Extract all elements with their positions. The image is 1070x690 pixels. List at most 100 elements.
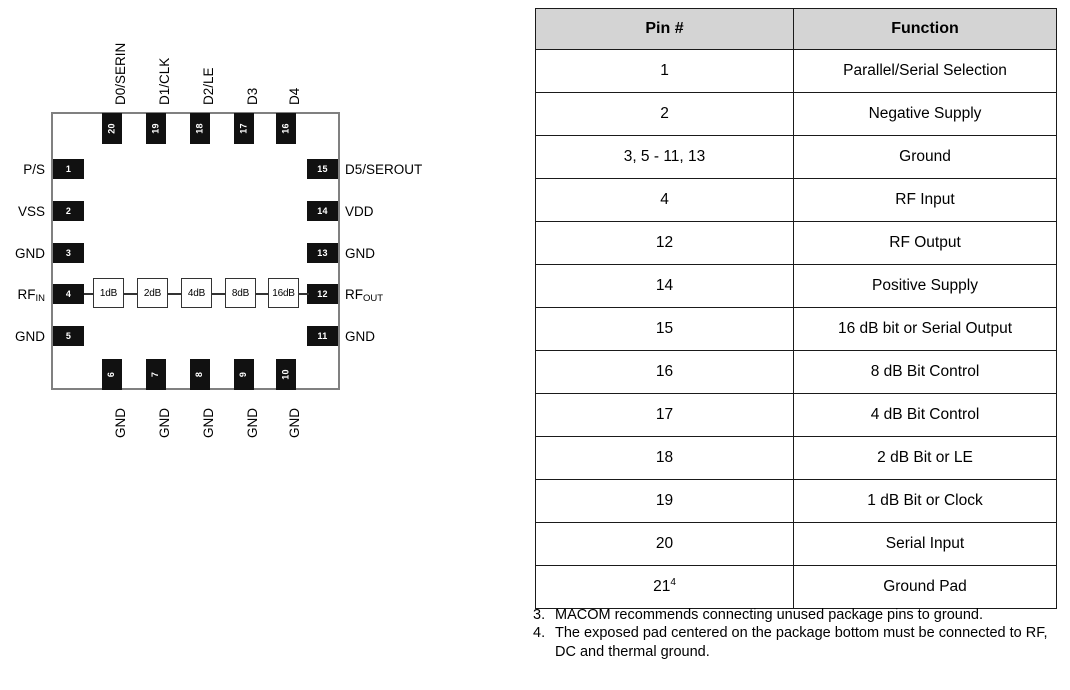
wire-8db-to-16db <box>256 293 268 295</box>
table-header-row: Pin # Function <box>535 8 1057 50</box>
pin-label-5: GND <box>15 329 45 344</box>
attenuator-block-2db: 2dB <box>137 278 168 308</box>
pin-label-17: D3 <box>245 87 260 105</box>
wire-rfin-to-1db <box>84 293 94 295</box>
footnotes-block: 3. MACOM recommends connecting unused pa… <box>533 606 1053 661</box>
pin-label-3: GND <box>15 246 45 261</box>
pin-label-6: GND <box>113 408 128 438</box>
cell-pin-number: 15 <box>535 307 794 351</box>
pin-pad-15[interactable]: 15 <box>307 159 338 179</box>
footnote-marker: 4 <box>670 577 676 589</box>
pin-pad-5[interactable]: 5 <box>53 326 84 346</box>
cell-pin-number: 4 <box>535 178 794 222</box>
pin-pad-20[interactable]: 20 <box>102 113 122 144</box>
pin-label-20: D0/SERIN <box>113 42 128 105</box>
cell-function: Negative Supply <box>793 92 1057 136</box>
package-outline <box>51 112 340 390</box>
cell-function: 2 dB Bit or LE <box>793 436 1057 480</box>
pin-pad-16[interactable]: 16 <box>276 113 296 144</box>
cell-pin-number: 2 <box>535 92 794 136</box>
cell-pin-number: 17 <box>535 393 794 437</box>
pin-label-8: GND <box>201 408 216 438</box>
cell-function: Positive Supply <box>793 264 1057 308</box>
pin-pad-6[interactable]: 6 <box>102 359 122 390</box>
cell-pin-number: 14 <box>535 264 794 308</box>
pin-pad-3[interactable]: 3 <box>53 243 84 263</box>
pin-label-14: VDD <box>345 204 374 219</box>
attenuator-block-1db: 1dB <box>93 278 124 308</box>
cell-function: 1 dB Bit or Clock <box>793 479 1057 523</box>
column-header-function: Function <box>793 8 1057 50</box>
pin-label-16: D4 <box>287 87 302 105</box>
wire-1db-to-2db <box>124 293 138 295</box>
cell-pin-number: 3, 5 - 11, 13 <box>535 135 794 179</box>
pin-pad-18[interactable]: 18 <box>190 113 210 144</box>
wire-4db-to-8db <box>212 293 226 295</box>
pin-pad-7[interactable]: 7 <box>146 359 166 390</box>
cell-pin-number: 12 <box>535 221 794 265</box>
cell-function: 8 dB Bit Control <box>793 350 1057 394</box>
cell-function: Serial Input <box>793 522 1057 566</box>
pin-pad-13[interactable]: 13 <box>307 243 338 263</box>
wire-16db-to-rfout <box>299 293 309 295</box>
footnote-3-text: MACOM recommends connecting unused packa… <box>555 607 983 623</box>
attenuator-block-16db: 16dB <box>268 278 299 308</box>
pin-label-4: RFIN <box>17 287 46 304</box>
pin-pad-12[interactable]: 12 <box>307 284 338 304</box>
cell-function: Ground Pad <box>793 565 1057 609</box>
pin-pad-4[interactable]: 4 <box>53 284 84 304</box>
cell-pin-number: 19 <box>535 479 794 523</box>
pin-label-1: P/S <box>23 162 45 177</box>
footnote-4: 4. The exposed pad centered on the packa… <box>533 624 1053 661</box>
pin-pad-1[interactable]: 1 <box>53 159 84 179</box>
pin-label-10: GND <box>287 408 302 438</box>
pin-pad-17[interactable]: 17 <box>234 113 254 144</box>
pin-pad-11[interactable]: 11 <box>307 326 338 346</box>
footnote-3-number: 3. <box>533 607 546 623</box>
cell-function: RF Input <box>793 178 1057 222</box>
cell-function: Ground <box>793 135 1057 179</box>
wire-2db-to-4db <box>168 293 182 295</box>
attenuator-block-4db: 4dB <box>181 278 212 308</box>
footnote-4-text: The exposed pad centered on the package … <box>555 625 1048 660</box>
column-header-pin: Pin # <box>535 8 794 50</box>
pin-label-19: D1/CLK <box>157 57 172 105</box>
pin-label-7: GND <box>157 408 172 438</box>
pin-pad-8[interactable]: 8 <box>190 359 210 390</box>
cell-pin-number: 1 <box>535 49 794 93</box>
pin-label-12: RFOUT <box>345 287 384 304</box>
pin-label-18: D2/LE <box>201 67 216 105</box>
pin-pad-14[interactable]: 14 <box>307 201 338 221</box>
pin-label-2: VSS <box>17 204 45 219</box>
footnote-3: 3. MACOM recommends connecting unused pa… <box>533 606 1053 624</box>
pin-pad-19[interactable]: 19 <box>146 113 166 144</box>
cell-pin-number: 20 <box>535 522 794 566</box>
pin-pad-2[interactable]: 2 <box>53 201 84 221</box>
cell-pin-number: 16 <box>535 350 794 394</box>
pin-pad-9[interactable]: 9 <box>234 359 254 390</box>
cell-function: RF Output <box>793 221 1057 265</box>
pin-label-15: D5/SEROUT <box>345 162 423 177</box>
pin-label-13: GND <box>345 246 375 261</box>
attenuator-block-8db: 8dB <box>225 278 256 308</box>
pin-label-9: GND <box>245 408 260 438</box>
pin-pad-10[interactable]: 10 <box>276 359 296 390</box>
pin-label-11: GND <box>345 329 375 344</box>
cell-pin-number: 214 <box>535 565 794 609</box>
cell-function: 4 dB Bit Control <box>793 393 1057 437</box>
cell-pin-number: 18 <box>535 436 794 480</box>
